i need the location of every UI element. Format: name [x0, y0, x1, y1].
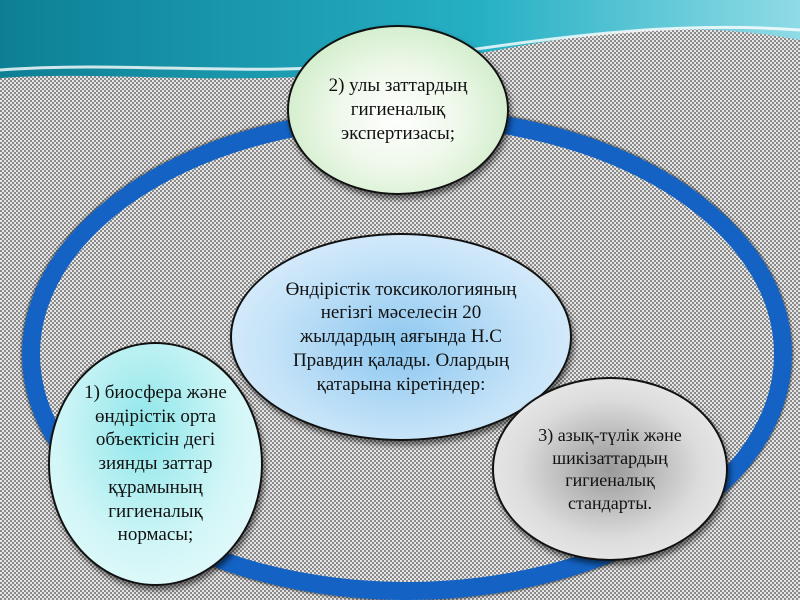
item-3-text: 3) азық-түлік және шикізаттардың гигиена…: [538, 425, 682, 513]
center-bubble: Өндірістік токсикологияның негізгі мәсел…: [230, 233, 572, 441]
item-2-bubble: 2) улы заттардың гигиеналық экспертизасы…: [287, 25, 509, 195]
center-text: Өндірістік токсикологияның негізгі мәсел…: [285, 278, 517, 395]
item-2-text: 2) улы заттардың гигиеналық экспертизасы…: [328, 75, 468, 144]
item-1-bubble: 1) биосфера және өндірістік орта объекті…: [48, 342, 263, 586]
item-1-text: 1) биосфера және өндірістік орта объекті…: [84, 381, 227, 546]
item-3-bubble: 3) азық-түлік және шикізаттардың гигиена…: [492, 377, 728, 561]
